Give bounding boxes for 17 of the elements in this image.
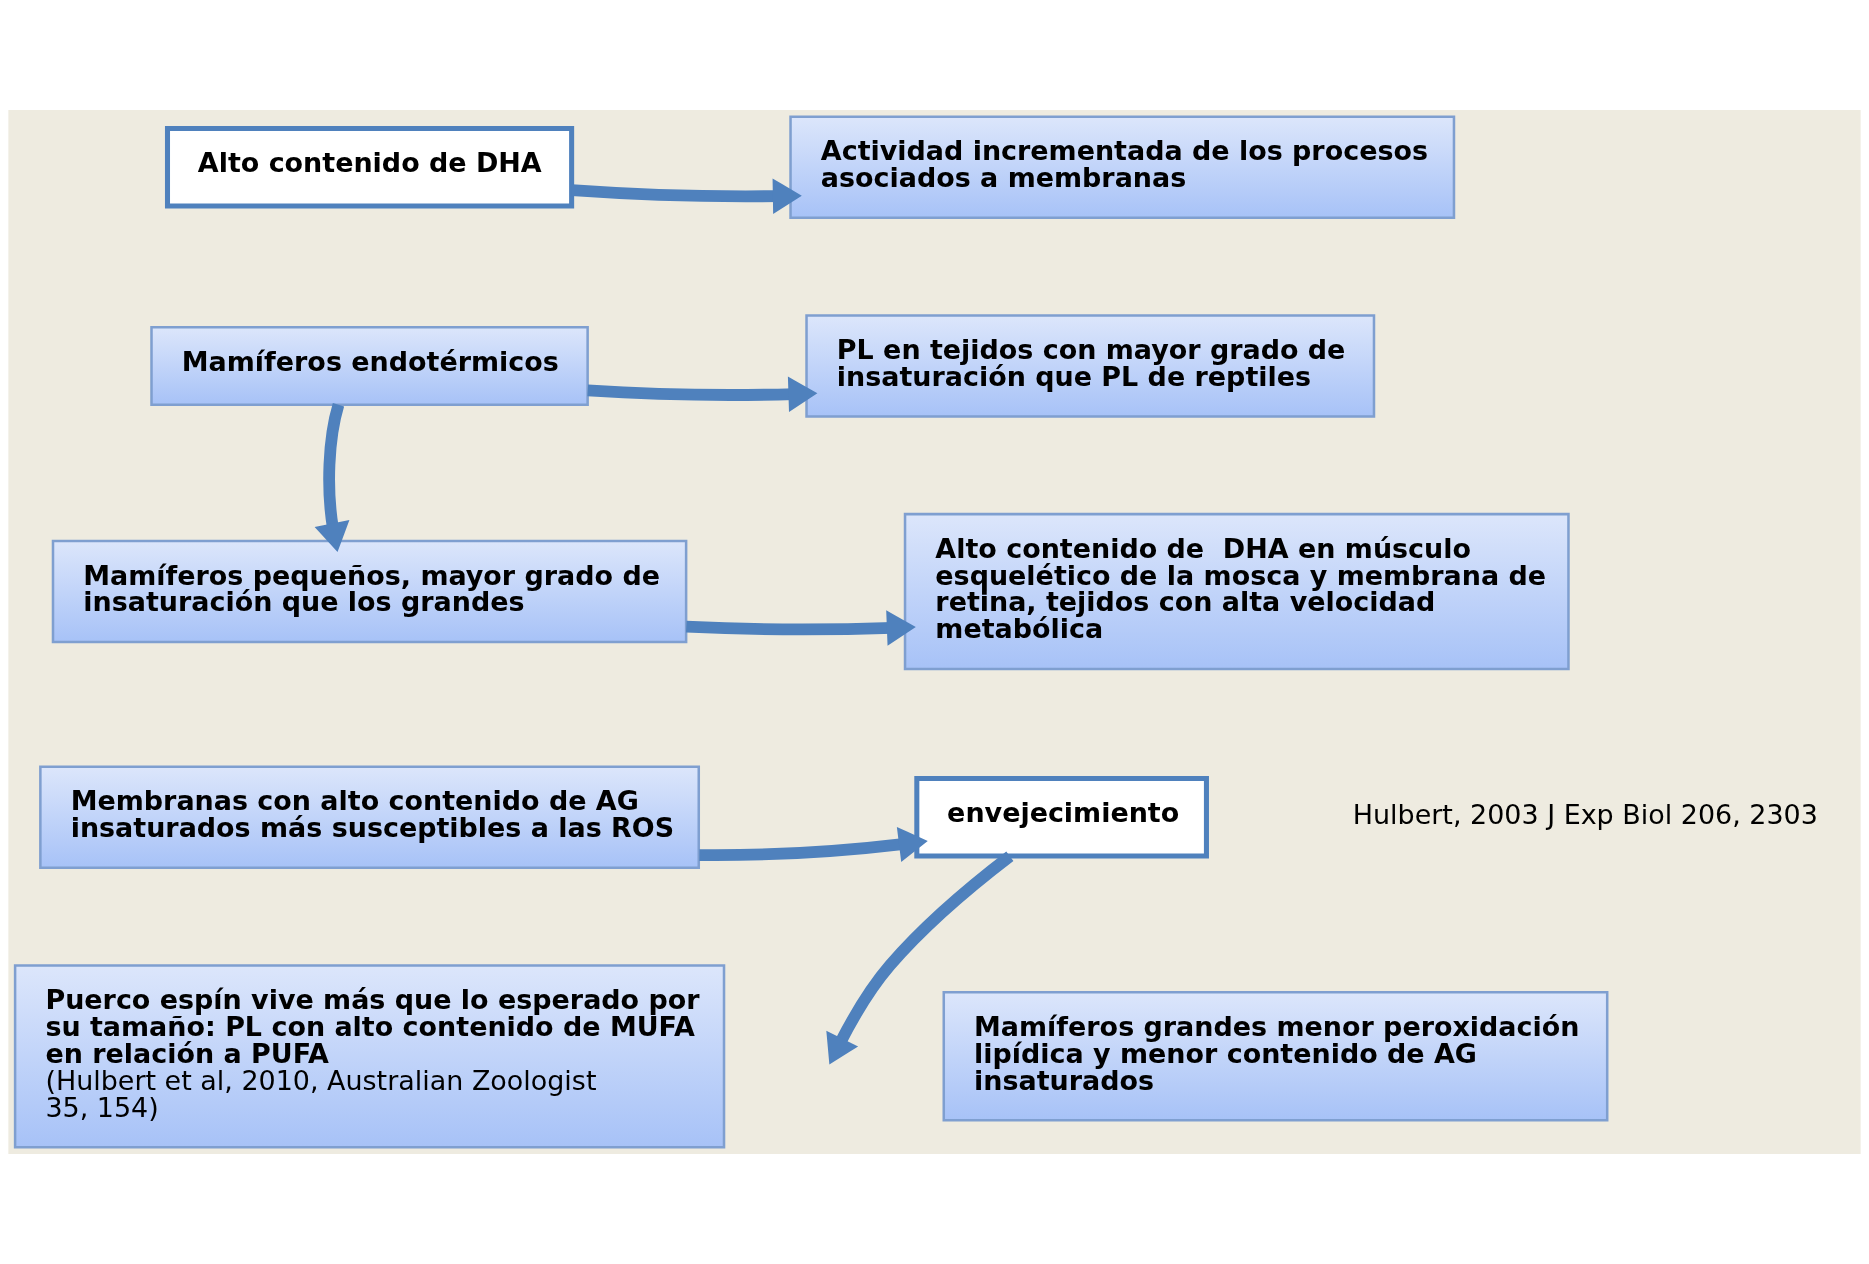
node-box: Mamíferos pequeños, mayor grado de insaturación que los grandes bbox=[51, 539, 688, 644]
arrow bbox=[686, 610, 916, 646]
arrow bbox=[826, 851, 1014, 1065]
arrow bbox=[587, 376, 818, 412]
node-box: Mamíferos grandes menor peroxidación lipídica y menor contenido de AG insaturados bbox=[942, 991, 1609, 1122]
arrow bbox=[699, 826, 928, 863]
node-box: PL en tejidos con mayor grado de insaturación que PL de reptiles bbox=[805, 314, 1376, 418]
node-box: Alto contenido de DHA en músculo esquelético de la mosca y membrana de retina, tejidos con alta velocidad metabólica bbox=[903, 512, 1570, 671]
node-box: Alto contenido de DHA bbox=[164, 126, 575, 209]
node-box: Membranas con alto contenido de AG insaturados más susceptibles a las ROS bbox=[39, 765, 701, 869]
arrow bbox=[571, 178, 802, 214]
arrow bbox=[314, 403, 350, 552]
node-box: Puerco espín vive más que lo esperado por su tamaño: PL con alto contenido de MUFA en relación a PUFA (Hulbert et al, 2010, Australian Zoologist 35, 154) bbox=[13, 964, 726, 1149]
node-box: Mamíferos endotérmicos bbox=[150, 325, 589, 406]
label: Hulbert, 2003 J Exp Biol 206, 2303 bbox=[1352, 798, 1818, 830]
node-box: Actividad incrementada de los procesos asociados a membranas bbox=[789, 115, 1456, 220]
node-box: envejecimiento bbox=[914, 775, 1209, 859]
